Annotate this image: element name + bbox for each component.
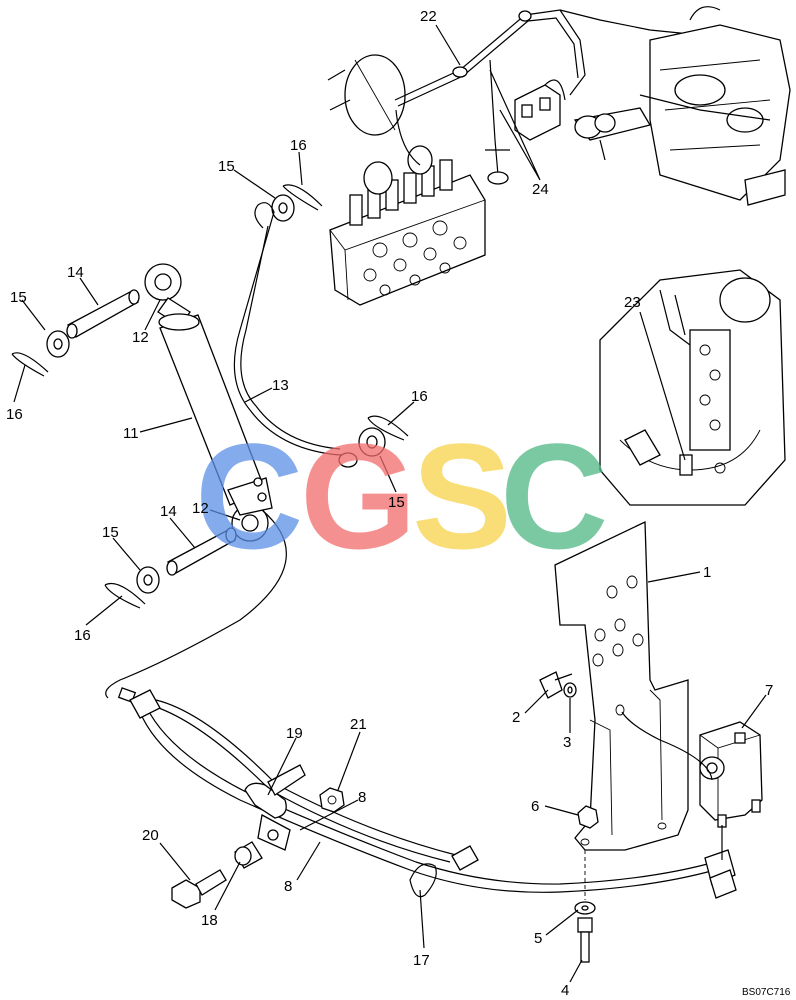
frame-mounted-valve <box>599 269 786 506</box>
callout-14-lower: 14 <box>160 503 177 520</box>
callout-5: 5 <box>534 930 542 947</box>
callout-4: 4 <box>561 982 569 999</box>
callout-7: 7 <box>765 682 773 699</box>
callout-16-top: 16 <box>290 137 307 154</box>
callout-8-lower: 8 <box>284 878 292 895</box>
callout-1: 1 <box>703 564 711 581</box>
callout-16-left: 16 <box>6 406 23 423</box>
callout-15-top: 15 <box>218 158 235 175</box>
plate-nut <box>577 805 599 829</box>
callout-8-upper: 8 <box>358 789 366 806</box>
drawing-code: BS07C716 <box>742 987 791 998</box>
hydraulic-hoses-lower <box>129 689 737 899</box>
watermark-letter-c2: C <box>500 412 608 580</box>
callout-labels: 1 2 3 4 5 6 7 8 8 11 12 12 13 14 14 15 1… <box>6 8 773 999</box>
small-valve-bracket <box>514 79 566 141</box>
callout-19: 19 <box>286 725 303 742</box>
pin-upper <box>66 289 140 339</box>
callout-24: 24 <box>532 181 549 198</box>
callout-17: 17 <box>413 952 430 969</box>
watermark-letter-c1: C <box>195 412 303 580</box>
callout-11: 11 <box>123 425 139 442</box>
callout-20: 20 <box>142 827 159 844</box>
linkage-arm-top <box>573 107 652 161</box>
bottom-bolt <box>577 917 593 963</box>
hose-tie <box>409 845 479 898</box>
callout-22: 22 <box>420 8 437 25</box>
bottom-washer <box>574 901 596 915</box>
callout-23: 23 <box>624 294 641 311</box>
callout-12-lower: 12 <box>192 500 209 517</box>
callout-13: 13 <box>272 377 289 394</box>
bolt <box>171 869 227 909</box>
lift-cylinder <box>144 263 273 542</box>
hair-pins <box>11 184 409 609</box>
callout-21: 21 <box>350 716 367 733</box>
watermark-letter-g: G <box>300 412 417 580</box>
plate-washer <box>563 682 577 698</box>
callout-6: 6 <box>531 798 539 815</box>
nut <box>319 787 345 813</box>
callout-12-upper: 12 <box>132 329 149 346</box>
spacer <box>234 841 263 869</box>
watermark-letter-s: S <box>412 412 512 580</box>
callout-14-upper: 14 <box>67 264 84 281</box>
callout-15-lower: 15 <box>102 524 119 541</box>
callout-3: 3 <box>563 734 571 751</box>
transmission-housing <box>639 6 791 206</box>
callout-16-lower: 16 <box>74 627 91 644</box>
hydraulic-tubes-top <box>394 9 701 185</box>
control-valve-assembly <box>327 54 486 306</box>
callout-15-right: 15 <box>388 494 405 511</box>
callout-2: 2 <box>512 709 520 726</box>
hydraulic-tube-13 <box>233 202 358 468</box>
pin-lower <box>166 527 237 576</box>
callout-15-left: 15 <box>10 289 27 306</box>
leader-lines <box>13 24 767 983</box>
callout-16-right: 16 <box>411 388 428 405</box>
callout-18: 18 <box>201 912 218 929</box>
mounting-plate <box>554 520 689 851</box>
hose-clamp <box>244 764 306 851</box>
control-valve-7 <box>621 711 763 860</box>
watermark: C G S C <box>195 412 608 580</box>
washers <box>46 194 386 594</box>
